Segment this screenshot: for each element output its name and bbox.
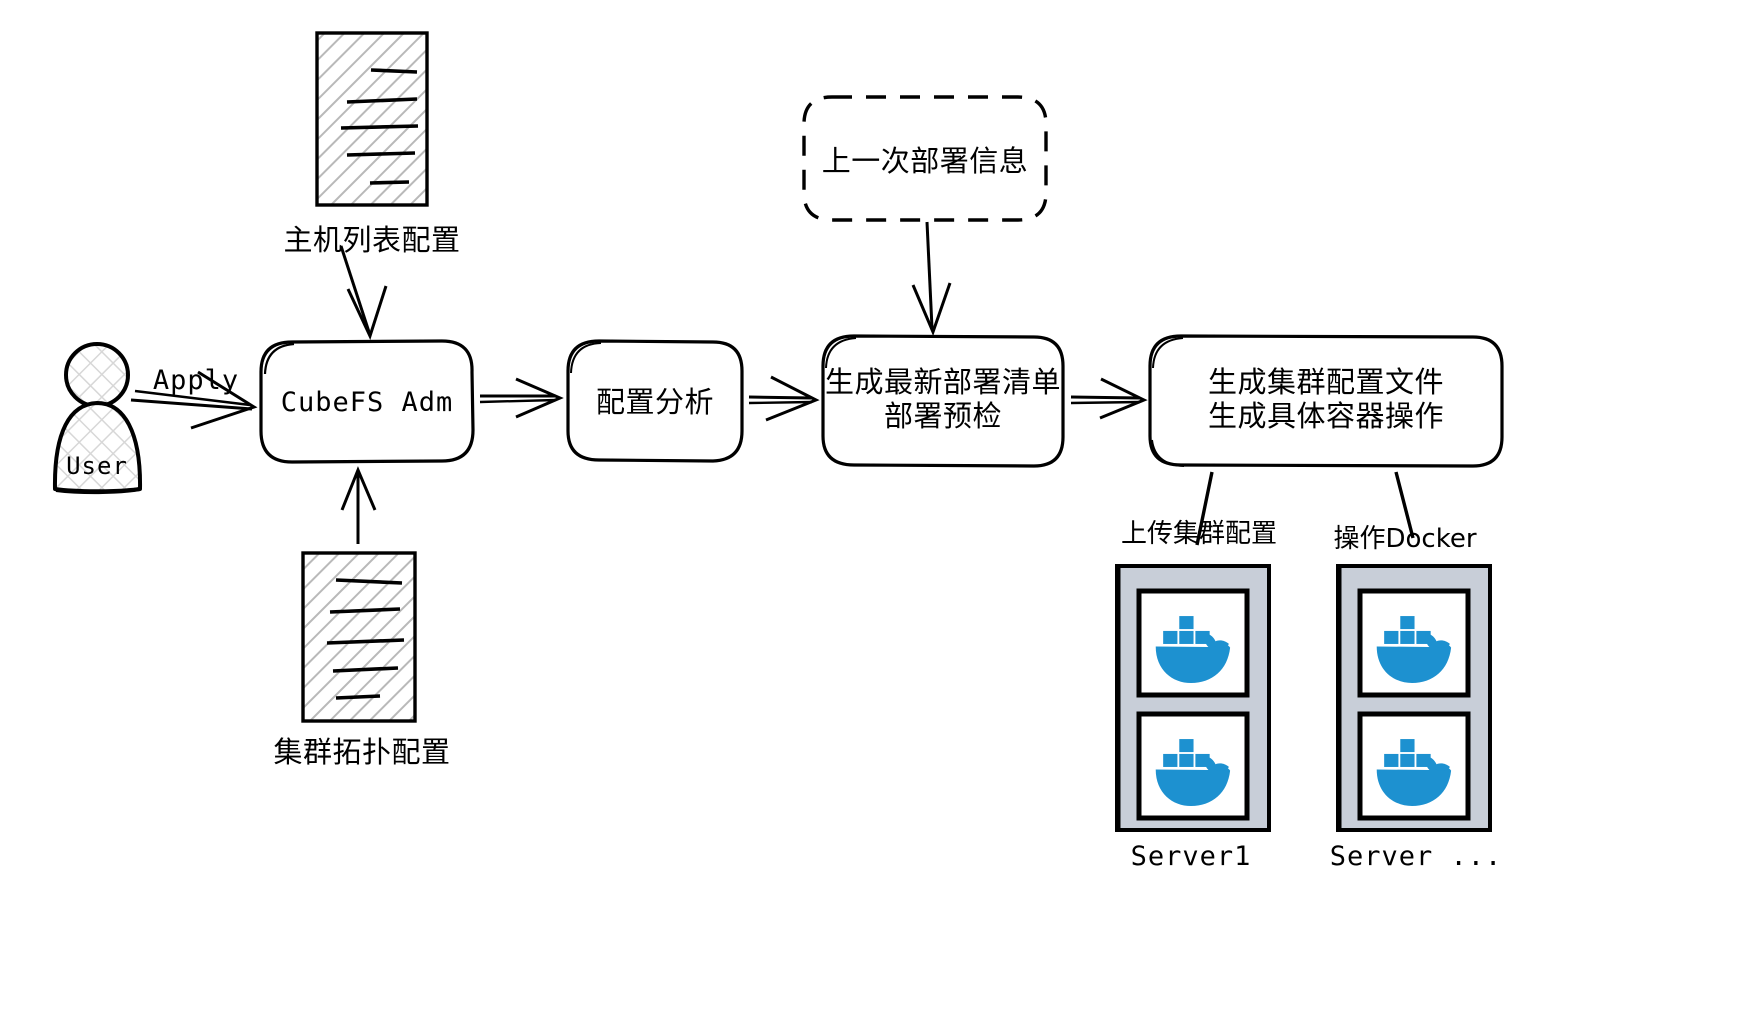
node-label-generate-manifest: 生成最新部署清单 部署预检	[825, 365, 1061, 433]
edge-hostlist-to-cubefs-adm	[339, 245, 388, 341]
edge-clusterconfig-to-server1	[1178, 471, 1216, 663]
docker-whale-icon	[1155, 616, 1231, 684]
edge-label-operate-docker: 操作Docker	[1333, 524, 1477, 554]
doc-label-cluster-topology-config: 集群拓扑配置	[273, 735, 451, 769]
actor-label-user: User	[66, 452, 128, 480]
node-label-cubefs-adm: CubeFS Adm	[280, 387, 454, 418]
note-label-last-deploy-info: 上一次部署信息	[821, 144, 1029, 178]
node-label-config-analysis: 配置分析	[595, 385, 715, 419]
server-label-server1: Server1	[1130, 841, 1252, 872]
edge-clusterconfig-to-servern	[1381, 471, 1420, 663]
docker-whale-icon	[1155, 739, 1231, 807]
docker-whale-icon	[1376, 616, 1452, 684]
edge-cubefsadm-to-config-analysis	[479, 377, 564, 419]
node-label-generate-manifest-line2: 部署预检	[883, 399, 1003, 434]
edge-config-analysis-to-manifest	[748, 375, 820, 422]
doc-cluster-topology-config-shape	[301, 551, 417, 723]
edge-topology-to-cubefs-adm	[340, 466, 377, 544]
doc-label-host-list-config: 主机列表配置	[283, 223, 461, 257]
server1-shape	[1115, 564, 1271, 832]
node-label-generate-cluster-config-line1: 生成集群配置文件	[1207, 365, 1445, 399]
docker-whale-icon	[1376, 739, 1452, 807]
edge-label-upload-cluster-config: 上传集群配置	[1120, 519, 1278, 549]
edge-manifest-to-cluster-config	[1070, 377, 1148, 420]
edge-note-to-manifest	[911, 221, 952, 337]
edge-label-apply: Apply	[152, 365, 240, 396]
doc-host-list-config-shape	[315, 31, 429, 207]
node-label-generate-cluster-config: 生成集群配置文件 生成具体容器操作	[1208, 365, 1444, 433]
servern-shape	[1336, 564, 1492, 832]
node-label-generate-cluster-config-line2: 生成具体容器操作	[1207, 399, 1445, 434]
server-label-server-n: Server ...	[1329, 841, 1503, 872]
node-label-generate-manifest-line1: 生成最新部署清单	[824, 365, 1062, 399]
